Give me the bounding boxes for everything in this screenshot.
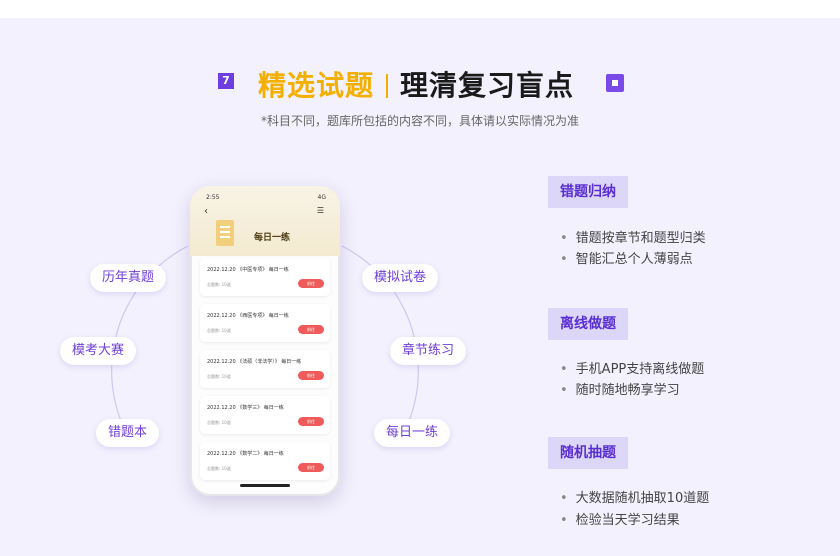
tag-mock-paper[interactable]: 模拟试卷	[362, 264, 439, 292]
card-meta: 总题数: 10道	[207, 282, 231, 287]
document-icon	[216, 220, 234, 246]
section-subtitle: *科目不同，题库所包括的内容不同，具体请以实际情况为准	[260, 114, 579, 128]
status-time: 2:55	[206, 194, 220, 201]
card-title: 2022.12.20 《法硕（非法学）》 每日一练	[207, 359, 302, 365]
phone-header-banner	[190, 186, 340, 256]
card-meta: 总题数: 10道	[207, 328, 231, 333]
tag-daily-practice[interactable]: 每日一练	[374, 419, 451, 447]
feature-item: 智能汇总个人薄弱点	[560, 248, 693, 267]
card-title: 2022.12.20 《数学三》 每日一练	[207, 405, 284, 411]
title-highlight: 精选试题	[258, 69, 375, 102]
card-go-button[interactable]: 前往	[298, 371, 324, 380]
status-signal: 4G	[317, 194, 326, 201]
practice-card[interactable]: 2022.12.20 《数学二》 每日一练 总题数: 10道 前往	[200, 442, 330, 480]
feature-item: 手机APP支持离线做题	[560, 358, 705, 377]
card-meta: 总题数: 10道	[207, 420, 231, 425]
tag-past-exams[interactable]: 历年真题	[90, 264, 167, 292]
practice-card[interactable]: 2022.12.20 《中医专项》 每日一练 总题数: 10道 前往	[200, 258, 330, 296]
phone-mockup: 2:55 4G ‹ ☰ 每日一练 2022.12.20 《中医专项》 每日一练 …	[190, 186, 340, 496]
practice-card[interactable]: 2022.12.20 《法硕（非法学）》 每日一练 总题数: 10道 前往	[200, 350, 330, 388]
feature-label-random: 随机抽题	[548, 437, 628, 469]
card-title: 2022.12.20 《数学二》 每日一练	[207, 451, 284, 457]
title-rest: 理清复习盲点	[400, 69, 575, 102]
back-arrow-icon[interactable]: ‹	[204, 206, 208, 217]
card-go-button[interactable]: 前往	[298, 463, 324, 472]
square-decoration-icon	[606, 74, 624, 92]
feature-item: 随时随地畅享学习	[560, 379, 680, 398]
card-title: 2022.12.20 《中医专项》 每日一练	[207, 267, 289, 273]
left-orbit-arc	[111, 245, 189, 441]
card-meta: 总题数: 10道	[207, 374, 231, 379]
card-meta: 总题数: 10道	[207, 466, 231, 471]
feature-item: 大数据随机抽取10道题	[560, 487, 710, 506]
menu-icon[interactable]: ☰	[316, 206, 324, 215]
practice-card[interactable]: 2022.12.20 《西医专项》 每日一练 总题数: 10道 前往	[200, 304, 330, 342]
feature-item: 错题按章节和题型归类	[560, 227, 706, 246]
card-go-button[interactable]: 前往	[298, 325, 324, 334]
orbit-arcs	[111, 245, 419, 441]
title-divider	[386, 74, 388, 98]
feature-label-wrong-summary: 错题归纳	[548, 176, 628, 208]
tag-mock-contest[interactable]: 模考大赛	[60, 337, 137, 365]
right-orbit-arc	[341, 245, 419, 441]
card-go-button[interactable]: 前往	[298, 279, 324, 288]
phone-page-title: 每日一练	[254, 233, 291, 243]
tag-wrong-book[interactable]: 错题本	[96, 419, 160, 447]
feature-item: 检验当天学习结果	[560, 509, 680, 528]
section-title: 7 精选试题 理清复习盲点	[0, 66, 840, 106]
card-go-button[interactable]: 前往	[298, 417, 324, 426]
practice-card[interactable]: 2022.12.20 《数学三》 每日一练 总题数: 10道 前往	[200, 396, 330, 434]
card-title: 2022.12.20 《西医专项》 每日一练	[207, 313, 289, 319]
feature-label-offline: 离线做题	[548, 308, 628, 340]
tag-chapter-practice[interactable]: 章节练习	[390, 337, 467, 365]
section-number-badge: 7	[218, 73, 234, 89]
home-indicator	[240, 484, 290, 487]
